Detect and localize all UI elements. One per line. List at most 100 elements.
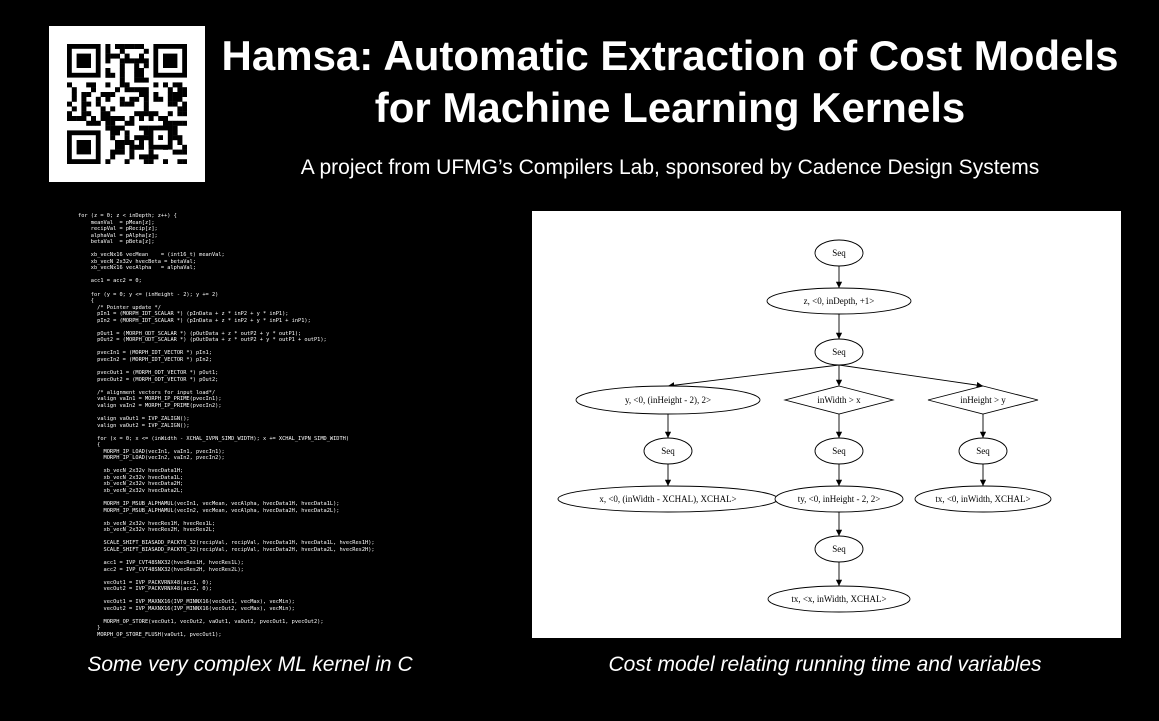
graph-node-ellipse bbox=[814, 338, 864, 366]
graph-node: inWidth > x bbox=[783, 385, 895, 415]
code-line: recipVal = pRecip[z]; bbox=[90, 226, 158, 233]
code-line: acc1 = IVP_CVT48SNX32(hvecRes1H, hvecRes… bbox=[103, 559, 244, 566]
code-line: pOut2 = (MORPH_ODT_SCALAR *) (pOutData +… bbox=[97, 337, 327, 344]
graph-node-ellipse bbox=[766, 287, 912, 315]
graph-node: z, <0, inDepth, +1> bbox=[766, 287, 912, 315]
code-line: xb_vecN_2x32v hvecData2H; bbox=[103, 481, 184, 488]
code-line: betaVal = pBeta[z]; bbox=[90, 239, 155, 246]
code-line: SCALE_SHIFT_BIASADD_PACKTO_32(recipVal, … bbox=[103, 540, 375, 547]
code-line: meanVal = pMean[z]; bbox=[90, 219, 155, 226]
graph-edge bbox=[838, 364, 984, 389]
code-line: MORPH_OP_STORE(vecOut1, vecOut2, vaOut1,… bbox=[103, 618, 324, 625]
qr-code bbox=[49, 26, 205, 182]
graph-node: Seq bbox=[814, 338, 864, 366]
graph-node-label: Seq bbox=[661, 446, 675, 456]
code-line: vecOut2 = IVP_PACKVRNX48(acc2, 0); bbox=[103, 586, 212, 593]
code-line: for (y = 0; y <= (inHeight - 2); y += 2) bbox=[90, 291, 219, 298]
graph-node: Seq bbox=[814, 239, 864, 267]
page-title: Hamsa: Automatic Extraction of Cost Mode… bbox=[221, 32, 1119, 131]
code-line: MORPH_OP_STORE_FLUSH(vaOut1, pvecOut1); bbox=[97, 632, 222, 638]
graph-node: Seq bbox=[643, 437, 693, 465]
code-line: alphaVal = pAlpha[z]; bbox=[90, 232, 158, 239]
page-subtitle: A project from UFMG’s Compilers Lab, spo… bbox=[300, 156, 1040, 179]
graph-node-label: y, <0, (inHeight - 2), 2> bbox=[625, 395, 711, 405]
code-line: for (z = 0; z < inDepth; z++) { bbox=[78, 213, 177, 219]
graph-node-label: x, <0, (inWidth - XCHAL), XCHAL> bbox=[599, 494, 736, 504]
code-line: pIn2 = (MORPH_IDT_SCALAR *) (pInData + z… bbox=[97, 317, 311, 324]
caption-code: Some very complex ML kernel in C bbox=[87, 653, 413, 676]
caption-graph: Cost model relating running time and var… bbox=[608, 653, 1042, 676]
graph-node-label: ty, <0, inHeight - 2, 2> bbox=[798, 494, 881, 504]
code-line: valign vaIn2 = MORPH_IP_PRIME(pvecIn2); bbox=[97, 402, 222, 409]
code-line: /* alignment vectors for input load*/ bbox=[97, 389, 216, 396]
code-line: SCALE_SHIFT_BIASADD_PACKTO_32(recipVal, … bbox=[103, 546, 375, 553]
code-line: valign vaOut1 = IVP_ZALIGN(); bbox=[97, 415, 190, 422]
graph-node-label: Seq bbox=[976, 446, 990, 456]
code-line: pOut1 = (MORPH_ODT_SCALAR *) (pOutData +… bbox=[97, 330, 302, 337]
graph-node-ellipse bbox=[914, 485, 1052, 513]
code-line: { bbox=[90, 298, 94, 305]
cost-model-graph-svg: Seq z, <0, inDepth, +1> Seq y, <0, (inHeigh… bbox=[557, 239, 1052, 613]
code-line: MORPH_IP_LOAD(vecIn1, vaIn1, pvecIn1); bbox=[103, 448, 225, 455]
code-line: MORPH_IP_LOAD(vecIn2, vaIn2, pvecIn2); bbox=[103, 455, 225, 462]
graph-node-label: Seq bbox=[832, 248, 846, 258]
graph-node: ty, <0, inHeight - 2, 2> bbox=[774, 485, 904, 513]
graph-node-label: inHeight > y bbox=[960, 395, 1006, 405]
code-line: acc2 = IVP_CVT48SNX32(hvecRes2H, hvecRes… bbox=[103, 566, 244, 573]
code-line: vecOut2 = IVP_MAXNX16(IVP_MINNX16(vecOut… bbox=[103, 605, 295, 612]
graph-node-ellipse bbox=[767, 585, 911, 613]
code-line: } bbox=[97, 625, 101, 632]
code-line: pIn1 = (MORPH_IDT_SCALAR *) (pInData + z… bbox=[97, 311, 289, 318]
code-line: pvecIn1 = (MORPH_IDT_VECTOR *) pIn1; bbox=[97, 350, 212, 357]
code-line: xb_vecNx16 vecMean = (int16_t) meanVal; bbox=[90, 252, 225, 259]
code-line: { bbox=[97, 442, 101, 449]
code-listing: for (z = 0; z < inDepth; z++) { meanVal … bbox=[78, 213, 518, 638]
code-line: vecOut1 = IVP_MAXNX16(IVP_MINNX16(vecOut… bbox=[103, 599, 295, 606]
graph-node-label: Seq bbox=[832, 446, 846, 456]
qr-code-pattern bbox=[67, 44, 187, 164]
code-line: xb_vecN_2x32v hvecData1L; bbox=[103, 474, 184, 481]
code-line: vecOut1 = IVP_PACKVRNX48(acc1, 0); bbox=[103, 579, 212, 586]
graph-node: inHeight > y bbox=[927, 385, 1039, 415]
code-line: for (x = 0; x <= (inWidth - XCHAL_IVPN_S… bbox=[97, 435, 350, 442]
graph-node: Seq bbox=[958, 437, 1008, 465]
code-line: MORPH_IP_MSUB_ALPHAMUL(vecIn2, vecMean, … bbox=[103, 507, 340, 514]
graph-node-label: inWidth > x bbox=[817, 395, 861, 405]
graph-node-label: z, <0, inDepth, +1> bbox=[804, 296, 875, 306]
code-line: xb_vecN_2x32v hvecRes2H, hvecRes2L; bbox=[103, 527, 216, 534]
graph-node: tx, <x, inWidth, XCHAL> bbox=[767, 585, 911, 613]
code-line: xb_vecN_2x32v hvecBeta = betaVal; bbox=[90, 258, 196, 265]
graph-node: Seq bbox=[814, 437, 864, 465]
graph-node-label: tx, <0, inWidth, XCHAL> bbox=[935, 494, 1030, 504]
graph-node-ellipse bbox=[958, 437, 1008, 465]
code-line: valign vaOut2 = IVP_ZALIGN(); bbox=[97, 422, 190, 429]
graph-node: tx, <0, inWidth, XCHAL> bbox=[914, 485, 1052, 513]
code-line: valign vaIn1 = MORPH_IP_PRIME(pvecIn1); bbox=[97, 396, 222, 403]
graph-node-label: Seq bbox=[832, 347, 846, 357]
graph-node-ellipse bbox=[814, 535, 864, 563]
graph-edge bbox=[667, 364, 840, 389]
graph-node-label: Seq bbox=[832, 544, 846, 554]
code-line: acc1 = acc2 = 0; bbox=[90, 278, 142, 285]
code-line: xb_vecNx16 vecAlpha = alphaVal; bbox=[90, 265, 196, 272]
graph-node: x, <0, (inWidth - XCHAL), XCHAL> bbox=[557, 485, 779, 513]
graph-node-ellipse bbox=[774, 485, 904, 513]
code-line: xb_vecN_2x32v hvecData2L; bbox=[103, 487, 184, 494]
graph-node-diamond bbox=[927, 385, 1039, 415]
code-line: xb_vecN_2x32v hvecRes1H, hvecRes1L; bbox=[103, 520, 216, 527]
code-line: MORPH_IP_MSUB_ALPHAMUL(vecIn1, vecMean, … bbox=[103, 501, 340, 508]
code-line: pvecOut1 = (MORPH_ODT_VECTOR *) pOut1; bbox=[97, 370, 219, 377]
code-line: /* Pointer update */ bbox=[97, 304, 161, 311]
cost-model-graph: Seq z, <0, inDepth, +1> Seq y, <0, (inHeigh… bbox=[532, 211, 1121, 638]
graph-node-label: tx, <x, inWidth, XCHAL> bbox=[791, 594, 886, 604]
graph-node: y, <0, (inHeight - 2), 2> bbox=[575, 385, 761, 415]
code-line: pvecIn2 = (MORPH_IDT_VECTOR *) pIn2; bbox=[97, 357, 212, 364]
graph-node: Seq bbox=[814, 535, 864, 563]
graph-node-diamond bbox=[783, 385, 895, 415]
graph-node-ellipse bbox=[575, 385, 761, 415]
graph-node-ellipse bbox=[643, 437, 693, 465]
graph-node-ellipse bbox=[814, 437, 864, 465]
code-line: pvecOut2 = (MORPH_ODT_VECTOR *) pOut2; bbox=[97, 376, 219, 383]
code-line: xb_vecN_2x32v hvecData1H; bbox=[103, 468, 184, 475]
graph-node-ellipse bbox=[814, 239, 864, 267]
